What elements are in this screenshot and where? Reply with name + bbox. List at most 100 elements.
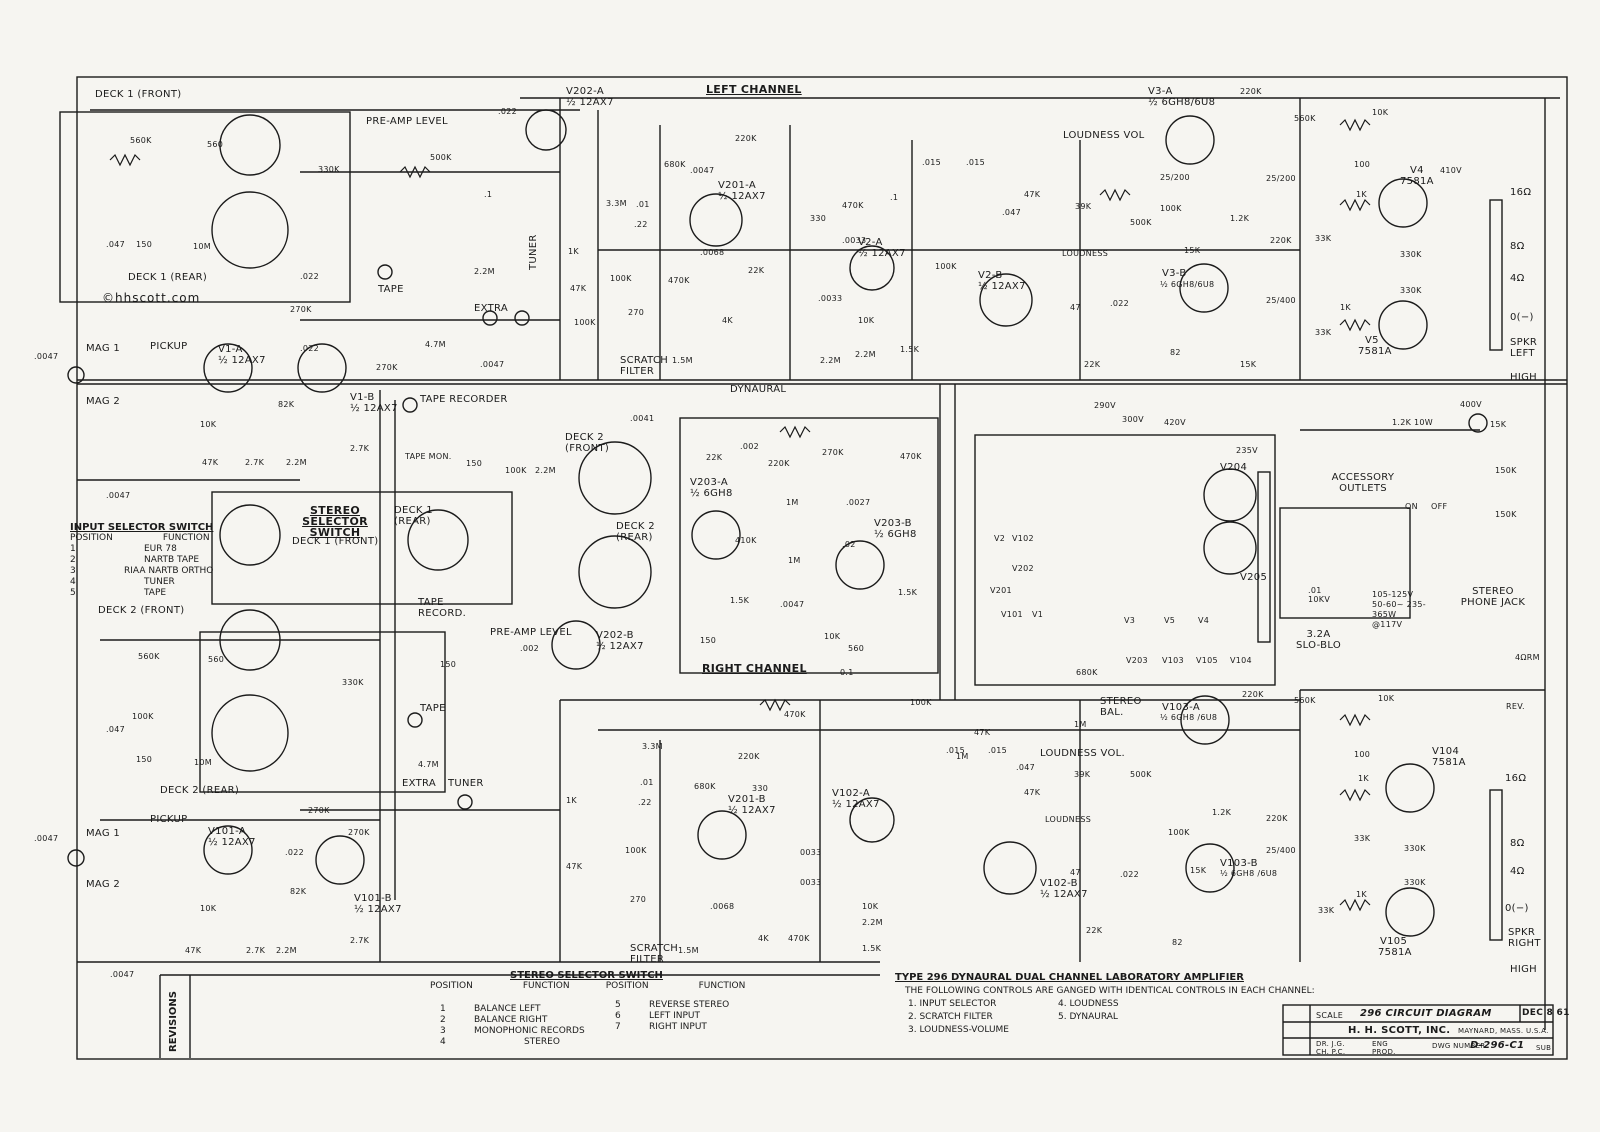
r34-value: 2.2M bbox=[855, 350, 876, 359]
v203b-label: V203-B bbox=[874, 518, 912, 529]
r109-value: 2.7K bbox=[350, 936, 370, 945]
c30-value: 25/200 bbox=[1160, 173, 1190, 182]
pickup-top-label: PICKUP bbox=[150, 341, 188, 352]
mag1-top-label: MAG 1 bbox=[86, 343, 121, 354]
c116-value: .22 bbox=[638, 798, 652, 807]
eng-label: ENG bbox=[1372, 1040, 1388, 1048]
v101b-label: V101-B bbox=[354, 893, 392, 904]
v204-label: V204 bbox=[1220, 462, 1248, 473]
c127-value: .047 bbox=[1016, 763, 1036, 772]
heater-v101: V101 bbox=[1001, 610, 1023, 619]
r140-value: 47K bbox=[1024, 788, 1041, 797]
r8b-value: 2.2M bbox=[474, 267, 495, 276]
input-selector-title: INPUT SELECTOR SWITCH bbox=[70, 522, 214, 533]
v1a-type: ½ 12AX7 bbox=[218, 355, 266, 366]
r8-value: 2.2M bbox=[286, 458, 307, 467]
ganged-item: 5. DYNAURAL bbox=[1058, 1012, 1118, 1022]
tube-v201b bbox=[697, 810, 747, 860]
deck2-front-wafer bbox=[219, 609, 281, 671]
tuner-bottom-label: TUNER bbox=[448, 778, 484, 789]
output-transformer-left bbox=[1489, 199, 1503, 351]
r142-value: 22K bbox=[1086, 926, 1103, 935]
scale-label: SCALE bbox=[1316, 1011, 1344, 1020]
v105-label: V105 bbox=[1380, 936, 1408, 947]
high-top: HIGH bbox=[1510, 372, 1537, 383]
r202-value: 270K bbox=[822, 448, 844, 457]
r30-value: 4K bbox=[722, 316, 733, 325]
v202b-label: V202-B bbox=[596, 630, 634, 641]
r61-value: 1.2K 10W bbox=[1392, 418, 1434, 427]
tube-v4 bbox=[1378, 178, 1428, 228]
rev-label: REV. bbox=[1506, 702, 1525, 711]
v300-label: 300V bbox=[1122, 415, 1144, 424]
c13-value: 270 bbox=[628, 308, 645, 317]
r207-value: 1M bbox=[786, 498, 799, 507]
r44-value: 22K bbox=[1084, 360, 1101, 369]
loudness-vol-label: LOUDNESS VOL bbox=[1063, 130, 1145, 141]
v102a-type: ½ 12AX7 bbox=[832, 799, 880, 810]
r48-value: 1.2K bbox=[1230, 214, 1250, 223]
r54-value: 1K bbox=[1356, 190, 1367, 199]
r141-value: 39K bbox=[1074, 770, 1091, 779]
deck1-rear-mid-label: DECK 1 (REAR) bbox=[394, 505, 433, 527]
out-common-bottom: 0(−) bbox=[1505, 903, 1529, 914]
r150-value: 100K bbox=[1168, 828, 1190, 837]
c123-value: .015 bbox=[988, 746, 1008, 755]
dwg-number-label: DWG NUMBER bbox=[1432, 1042, 1486, 1050]
v104-label: V104 bbox=[1432, 746, 1460, 757]
mag2-top-label: MAG 2 bbox=[86, 396, 121, 407]
tube-v204 bbox=[1203, 468, 1257, 522]
c104-value: .047 bbox=[106, 725, 126, 734]
r201-value: 22K bbox=[706, 453, 723, 462]
v2b-type: ½ 12AX7 bbox=[978, 281, 1026, 292]
v2a-type: ½ 12AX7 bbox=[858, 248, 906, 259]
r149-value: 220K bbox=[1266, 814, 1288, 823]
tube-v5 bbox=[1378, 300, 1428, 350]
v205-label: V205 bbox=[1240, 572, 1268, 583]
pre-amp-level-top: PRE-AMP LEVEL bbox=[366, 116, 448, 127]
type-line: TYPE 296 DYNAURAL DUAL CHANNEL LABORATOR… bbox=[895, 972, 1244, 983]
deck2-front-mid-label: DECK 2 (FRONT) bbox=[565, 432, 610, 454]
deck2-box bbox=[199, 631, 446, 793]
r204-value: 1M bbox=[788, 556, 801, 565]
tube-v1b bbox=[297, 343, 347, 393]
tape-top-label: TAPE bbox=[378, 284, 404, 295]
deck1-front-mid-label: DECK 1 (FRONT) bbox=[292, 536, 379, 547]
ganged-item: 4. LOUDNESS bbox=[1058, 999, 1119, 1009]
extra-jack-top bbox=[482, 310, 498, 326]
heater-v4: V4 bbox=[1198, 616, 1210, 625]
deck2-front-wafer-mid bbox=[578, 441, 652, 515]
r136-value: 1M bbox=[1074, 720, 1087, 729]
dynaural-box bbox=[679, 417, 939, 674]
r26-value: 470K bbox=[668, 276, 690, 285]
deck2-rear-label: DECK 2 (REAR) bbox=[160, 785, 240, 796]
r159-value: 330K bbox=[1404, 878, 1426, 887]
r59-value: 330K bbox=[1400, 286, 1422, 295]
out-4-top: 4Ω bbox=[1510, 273, 1525, 284]
r53-value: 10K bbox=[1372, 108, 1389, 117]
tube-v101a bbox=[203, 825, 253, 875]
c203-value: 150 bbox=[700, 636, 717, 645]
r6-value: 2.7K bbox=[245, 458, 265, 467]
r129-value: 330 bbox=[752, 784, 769, 793]
r131-value: 470K bbox=[788, 934, 810, 943]
stereo-phone-jack bbox=[1468, 413, 1488, 433]
r211-value: 1.5K bbox=[898, 588, 918, 597]
c206-value: .02 bbox=[842, 540, 856, 549]
tape-jack-bottom bbox=[407, 712, 423, 728]
right-channel-heading: RIGHT CHANNEL bbox=[702, 662, 807, 675]
r4-value: 10K bbox=[200, 420, 217, 429]
extra-bottom-label: EXTRA bbox=[402, 778, 436, 789]
r33-value: 2.2M bbox=[820, 356, 841, 365]
mag-jack-top bbox=[67, 366, 85, 384]
c1-value: .0047 bbox=[34, 352, 59, 361]
r21-value: 100K bbox=[574, 318, 596, 327]
v202b-type: ½ 12AX7 bbox=[596, 641, 644, 652]
r124-value: 680K bbox=[694, 782, 716, 791]
r155-value: 33K bbox=[1354, 834, 1371, 843]
v5-label: V5 bbox=[1365, 335, 1379, 346]
